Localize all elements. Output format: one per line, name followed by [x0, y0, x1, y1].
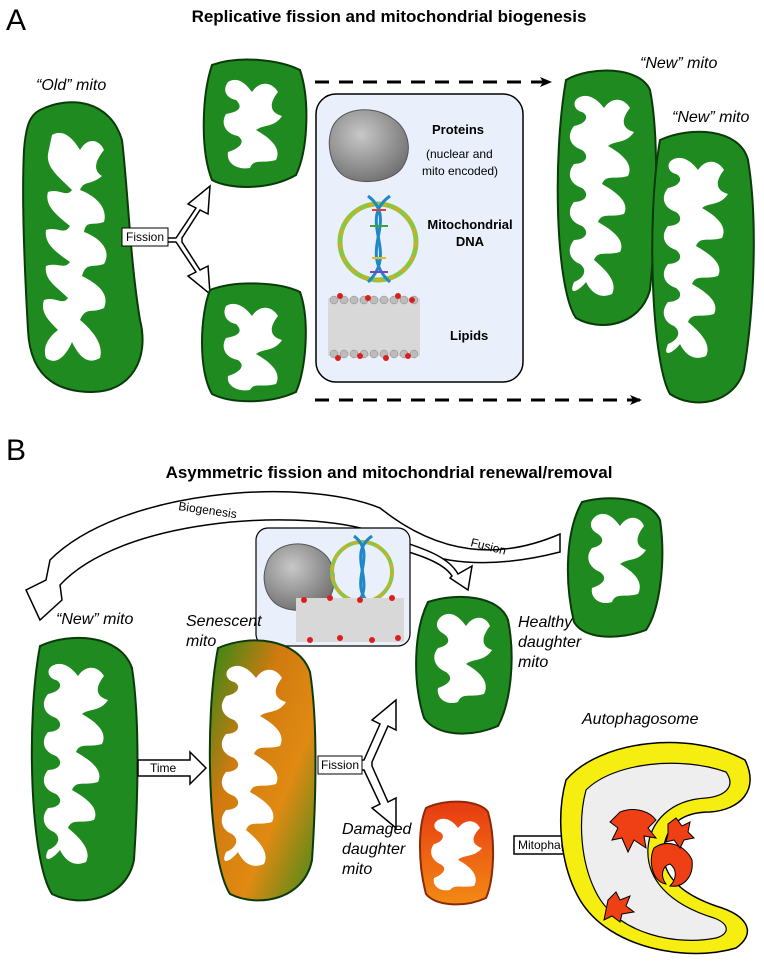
- fission-label-box-b: [317, 755, 363, 775]
- healthy-label-1: Healthy: [518, 614, 573, 631]
- old-mito: [22, 101, 144, 394]
- new-mito-a-1: [556, 69, 658, 326]
- panel-a-letter: A: [6, 4, 26, 37]
- old-mito-label: “Old” mito: [36, 77, 106, 94]
- senescent-mito: [208, 639, 317, 902]
- senescent-label-1: Senescent: [186, 613, 262, 630]
- panel-a-title: Replicative fission and mitochondrial bi…: [192, 7, 587, 26]
- lipid-bilayer-icon: [328, 293, 420, 361]
- mitochondrial-dna-icon: [337, 194, 419, 284]
- time-arrow: [137, 750, 208, 786]
- autophagosome: [559, 741, 751, 955]
- daughter-mito-a-bottom: [201, 282, 307, 403]
- panel-b-letter: B: [6, 434, 26, 467]
- senescent-label-2: mito: [186, 633, 216, 650]
- new-mito-b: [30, 636, 139, 902]
- healthy-daughter-mito: [415, 595, 513, 735]
- mitophagy-label: Mitophagy: [518, 838, 573, 852]
- panel-b-title: Asymmetric fission and mitochondrial ren…: [166, 463, 613, 482]
- new-mito-a-label-2: “New” mito: [672, 109, 749, 126]
- new-mito-a-2: [651, 130, 755, 404]
- daughter-mito-a-top: [202, 58, 308, 188]
- damaged-label-2: daughter: [342, 841, 406, 858]
- proteins-title: Proteins: [432, 122, 484, 137]
- fusion-mito-b: [566, 497, 664, 638]
- healthy-label-3: mito: [518, 654, 548, 671]
- new-mito-b-label: “New” mito: [56, 611, 133, 628]
- new-mito-a-label-1: “New” mito: [640, 55, 717, 72]
- dna-label-1: Mitochondrial: [427, 217, 512, 232]
- lipids-label: Lipids: [450, 328, 488, 343]
- protein-structure-icon: [328, 109, 409, 182]
- proteins-sub-1: (nuclear and: [426, 147, 493, 161]
- dna-label-2: DNA: [456, 234, 485, 249]
- time-label: Time: [150, 761, 177, 775]
- fission-label-box-a: [121, 227, 169, 247]
- healthy-label-2: daughter: [518, 634, 582, 651]
- proteins-sub-2: mito encoded): [422, 164, 498, 178]
- fission-label-b: Fission: [321, 758, 359, 772]
- fission-split-arrow-a: [159, 184, 211, 296]
- autophagosome-label: Autophagosome: [581, 711, 699, 728]
- fission-label-a: Fission: [126, 230, 164, 244]
- damaged-label-3: mito: [342, 861, 372, 878]
- damaged-daughter-mito: [419, 800, 495, 906]
- lipid-bilayer-icon-b: [296, 595, 404, 643]
- damaged-label-1: Damaged: [342, 821, 412, 838]
